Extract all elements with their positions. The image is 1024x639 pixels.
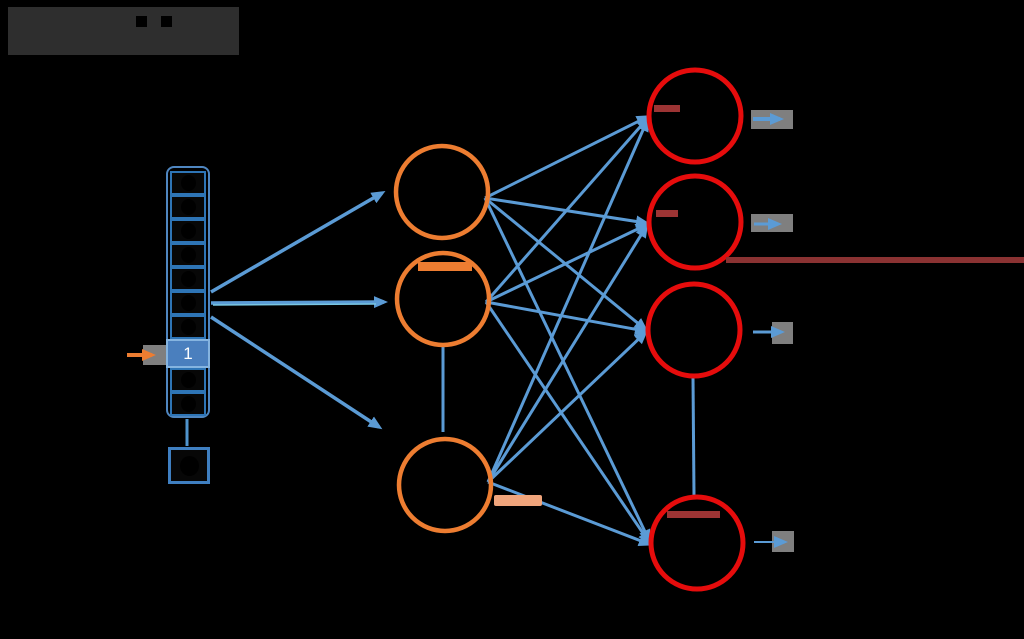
input-cell — [170, 392, 206, 416]
salmon-bar — [494, 495, 542, 506]
edge-h3-o4 — [487, 480, 653, 547]
input-cell — [170, 171, 206, 195]
input-cell-highlighted: 1 — [166, 339, 210, 368]
hidden-node-3 — [396, 436, 494, 534]
title-box — [8, 7, 239, 55]
input-cell — [170, 267, 206, 291]
output-node-3 — [645, 281, 743, 379]
title-glyph-2 — [161, 16, 172, 27]
maroon-annotation-line — [726, 257, 1024, 263]
hidden-node-1 — [393, 143, 491, 241]
output-node-1-dash — [654, 105, 680, 112]
edge-h1-o4 — [483, 197, 651, 544]
output-node-1 — [646, 67, 744, 165]
title-glyph-1 — [136, 16, 147, 27]
edge-h2-o4 — [484, 301, 652, 546]
input-vector: 1 — [166, 166, 210, 418]
edge-h3-o2 — [486, 223, 649, 483]
output-node-4-bar — [667, 511, 720, 518]
edge-h3-o3 — [486, 330, 648, 484]
edge-h2-o1 — [484, 115, 650, 303]
input-cell — [170, 195, 206, 219]
input-detached-cell — [168, 447, 210, 484]
input-cell — [170, 368, 206, 392]
output-ellipsis-connector — [691, 377, 696, 496]
input-cell — [170, 219, 206, 243]
edge-h1-o1 — [484, 115, 651, 200]
input-to-hidden-arrow-1 — [210, 190, 386, 294]
edge-h2-o2 — [485, 223, 650, 304]
input-cell — [170, 243, 206, 267]
output-node-2 — [646, 173, 744, 271]
input-cell — [170, 315, 206, 339]
hidden-node-2-bar — [418, 262, 472, 271]
arrow-light-core — [212, 303, 377, 306]
edge-h3-o1 — [486, 117, 649, 483]
output-node-2-dash — [656, 210, 678, 217]
edge-h2-o3 — [485, 300, 649, 336]
input-to-hidden-arrow-3 — [210, 315, 383, 430]
input-to-hidden-arrow-2 — [210, 296, 388, 309]
output-node-4 — [648, 494, 746, 592]
input-cell — [170, 291, 206, 315]
hidden-node-2 — [394, 250, 492, 348]
